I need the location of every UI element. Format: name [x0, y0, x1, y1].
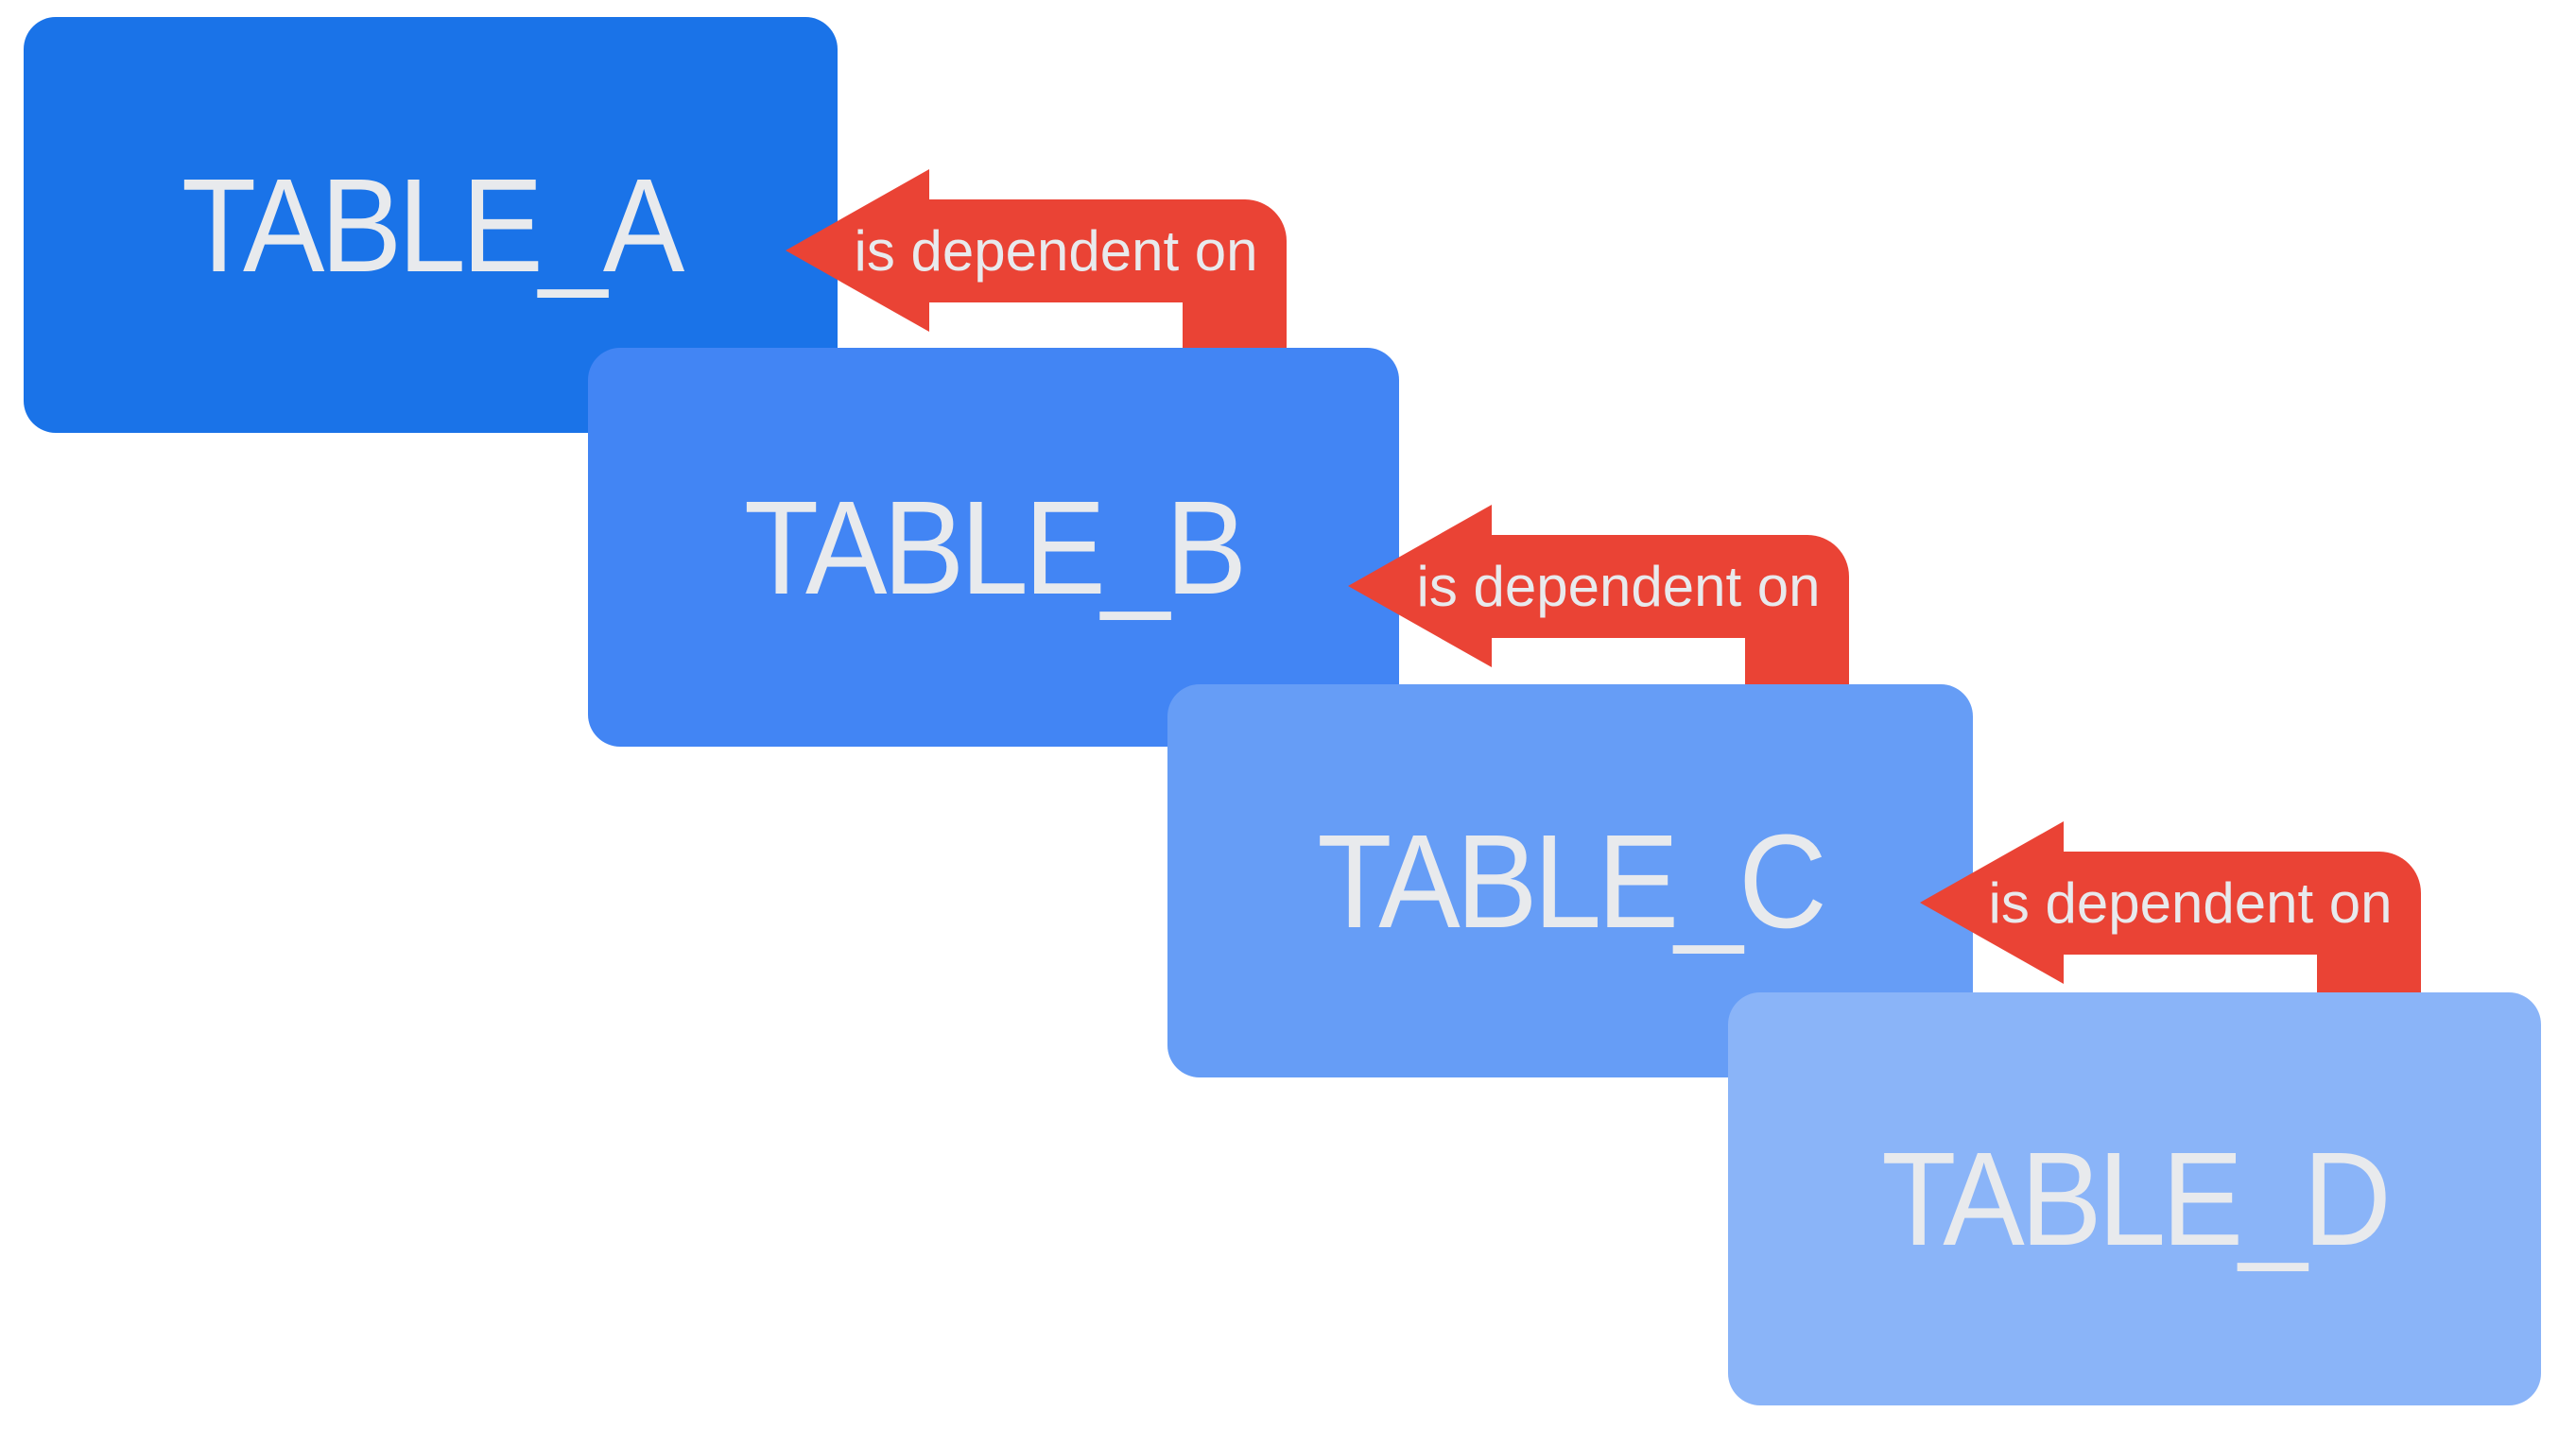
table-a-label: TABLE_A — [181, 149, 684, 300]
table-c-label: TABLE_C — [1317, 805, 1828, 956]
arrow-2-label: is dependent on — [1416, 554, 1821, 618]
arrow-label-wrap: is dependent on — [1960, 852, 2421, 955]
arrow-left-icon — [1348, 505, 1849, 692]
arrow-label-wrap: is dependent on — [1388, 535, 1849, 638]
table-b-box: TABLE_B — [588, 348, 1399, 747]
arrow-label-wrap: is dependent on — [825, 199, 1287, 302]
arrow-left-icon — [786, 169, 1287, 356]
table-d-box: TABLE_D — [1728, 992, 2541, 1405]
arrow-left-icon — [1920, 821, 2421, 1008]
dependency-arrow-b-to-a: is dependent on — [786, 169, 1287, 356]
dependency-arrow-c-to-b: is dependent on — [1348, 505, 1849, 692]
table-b-label: TABLE_B — [744, 472, 1247, 622]
table-d-label: TABLE_D — [1881, 1124, 2393, 1273]
dependency-arrow-d-to-c: is dependent on — [1920, 821, 2421, 1008]
table-a-box: TABLE_A — [24, 17, 838, 433]
arrow-1-label: is dependent on — [854, 218, 1258, 283]
arrow-3-label: is dependent on — [1988, 870, 2393, 935]
